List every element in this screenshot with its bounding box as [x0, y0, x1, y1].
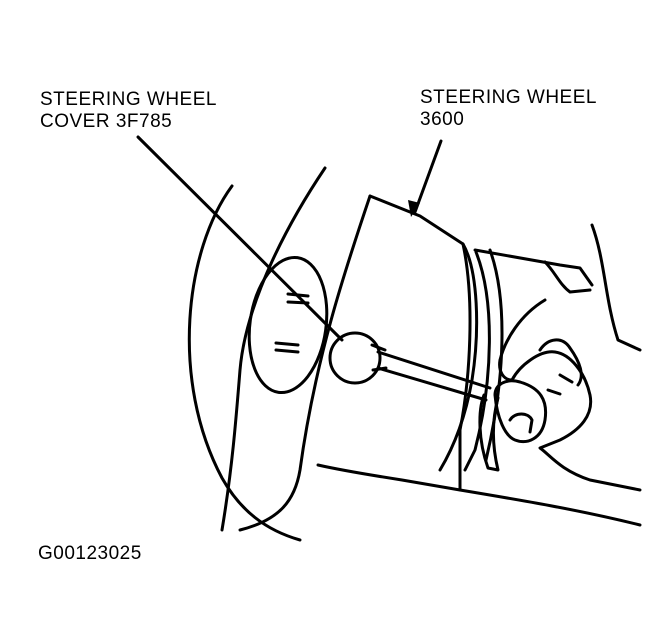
dash-line [590, 223, 642, 352]
tool-shaft [376, 350, 492, 402]
thumb-nail [508, 412, 534, 434]
callout-wheel-line2: 3600 [420, 109, 465, 130]
hand-knuckle-detail [546, 373, 574, 396]
tool-handle [478, 393, 500, 472]
steering-column-bottom [458, 488, 642, 527]
hub-inner-ring [438, 242, 479, 472]
steering-wheel-cover-callout: STEERING WHEEL COVER 3F785 [40, 89, 217, 133]
column-collar [543, 260, 592, 294]
cover-slot-lower [274, 341, 300, 354]
steering-wheel-rim-inner [220, 166, 327, 532]
leader-line-wheel [413, 139, 443, 214]
hub-ring-2 [463, 250, 491, 472]
steering-wheel-hub-left-edge [238, 194, 372, 532]
leader-arrowhead-wheel [408, 200, 420, 217]
callout-wheel-line1: STEERING WHEEL [420, 87, 597, 108]
tool-ball-end [328, 331, 382, 385]
hand-fingers [538, 338, 583, 387]
figure-id-label: G00123025 [38, 543, 142, 564]
hand-thumb [493, 379, 548, 444]
callout-cover-line1: STEERING WHEEL [40, 89, 217, 110]
steering-wheel-cover [247, 255, 329, 395]
hand-outline [498, 298, 642, 492]
steering-wheel-callout: STEERING WHEEL 3600 [420, 87, 597, 131]
steering-wheel-hub-face [316, 194, 472, 492]
leader-line-cover [136, 135, 344, 342]
callout-cover-line2: COVER 3F785 [40, 111, 173, 132]
steering-column-top [473, 248, 594, 287]
